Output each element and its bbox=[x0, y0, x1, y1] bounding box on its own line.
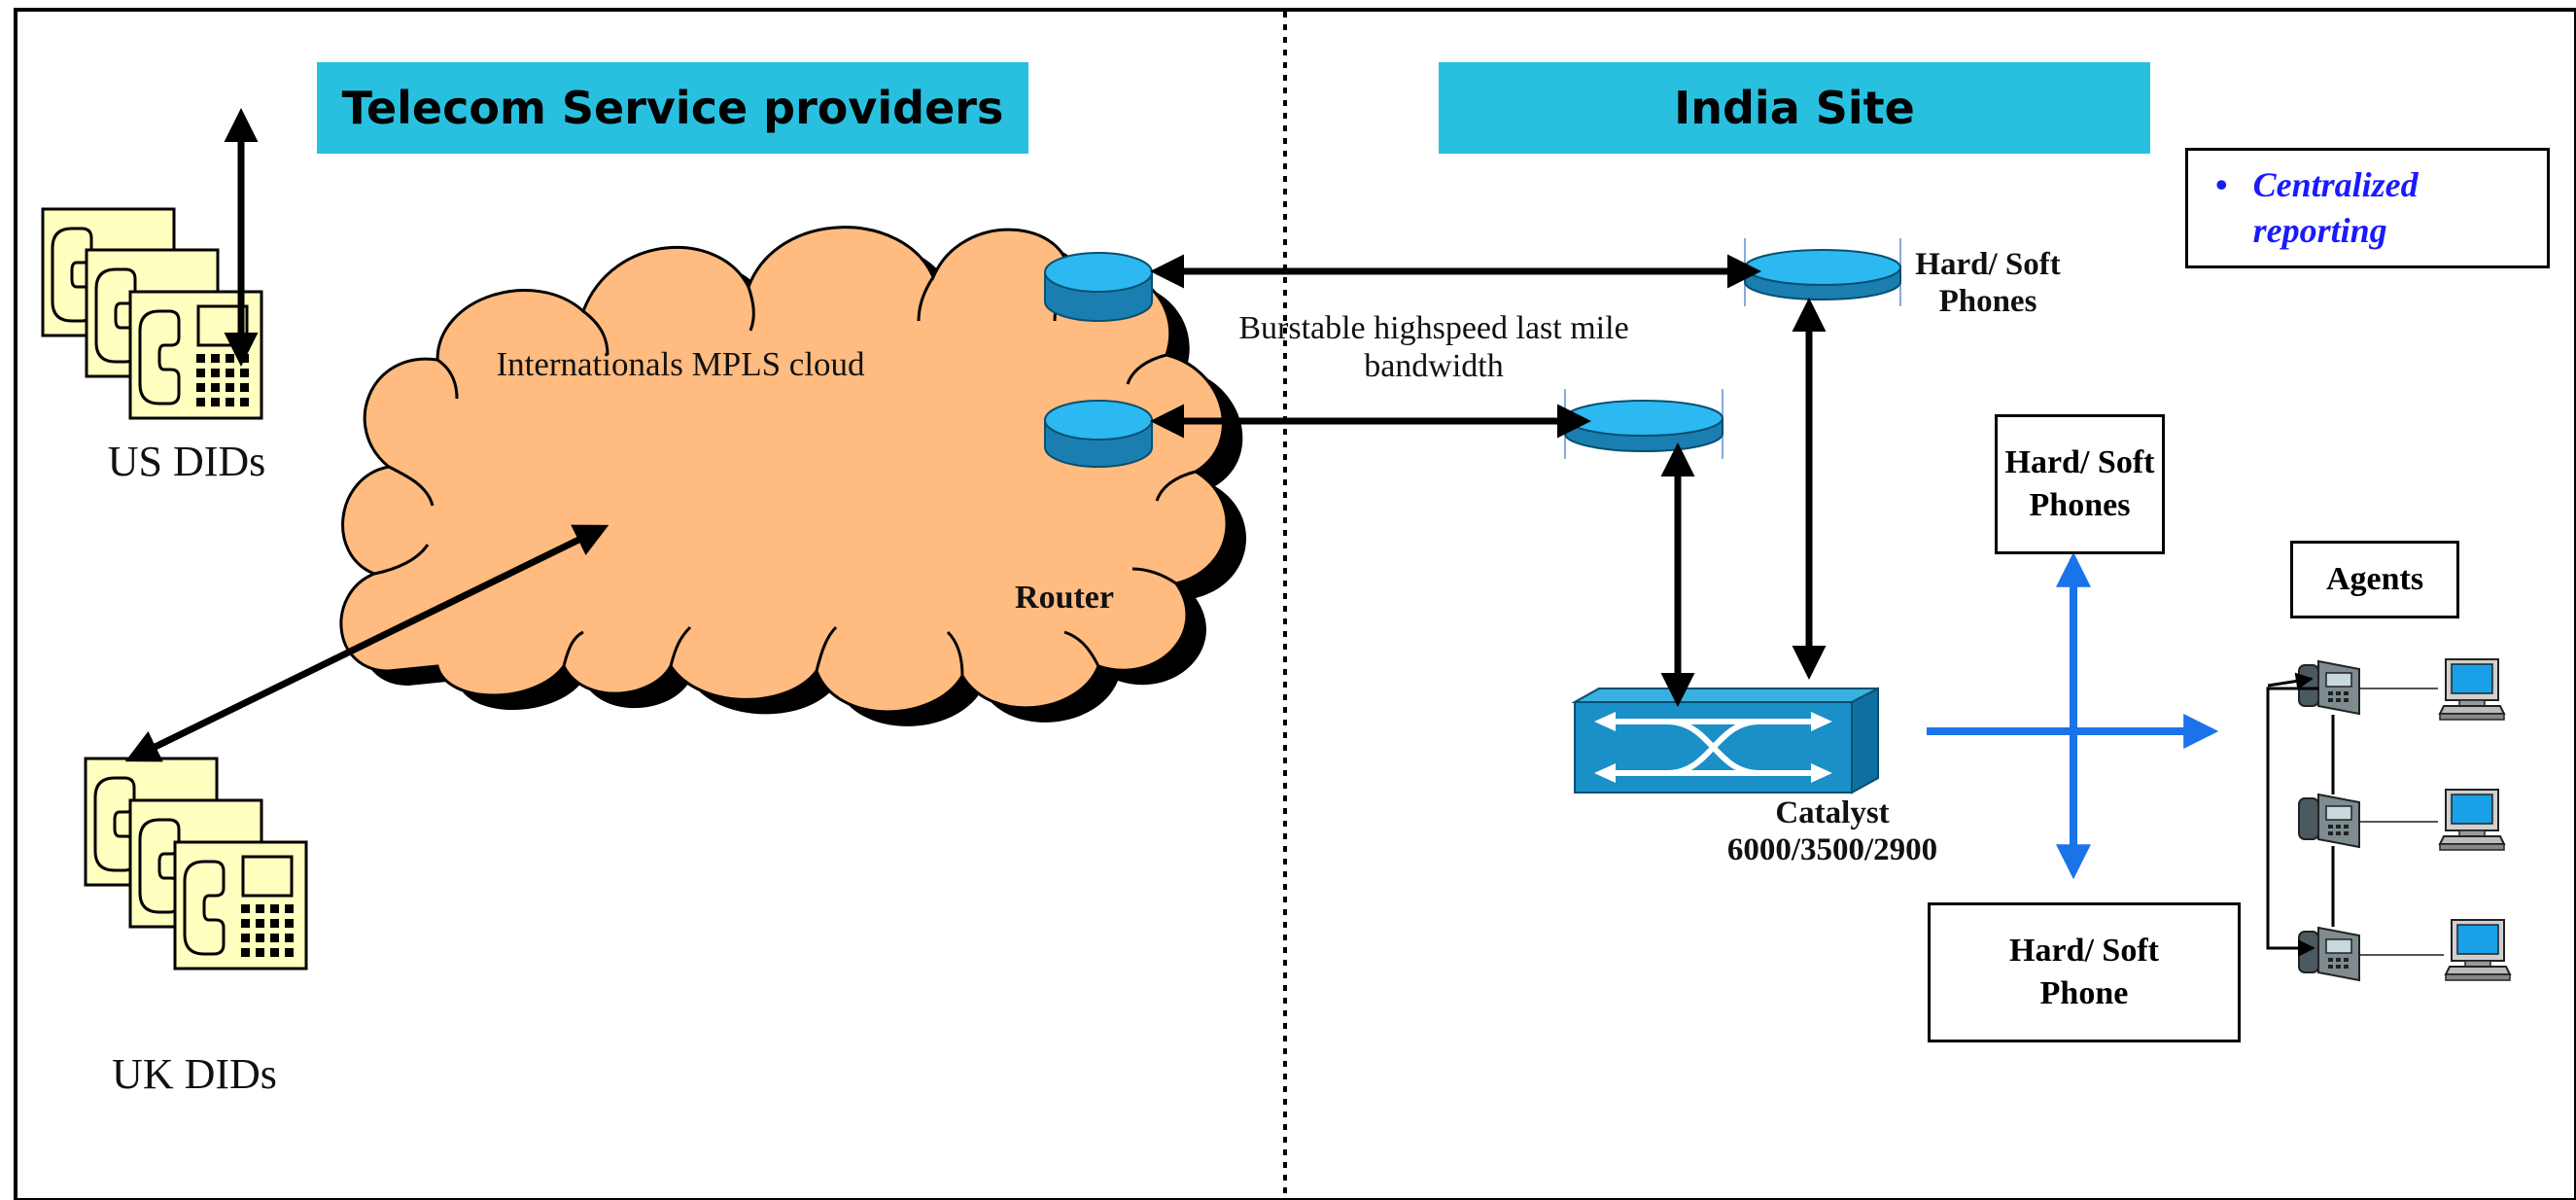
bullet-icon: • bbox=[2215, 165, 2228, 205]
bandwidth-label-line1: Burstable highspeed last mile bbox=[1238, 310, 1629, 346]
header-telecom-service-providers: Telecom Service providers bbox=[317, 62, 1028, 154]
centralized-reporting-box: • Centralized reporting bbox=[2185, 148, 2550, 268]
hard-soft-phones-top-line2: Phones bbox=[1938, 283, 2037, 319]
agent-pc-icon bbox=[2445, 919, 2511, 981]
outer-frame bbox=[14, 8, 2576, 1200]
us-dids-label: US DIDs bbox=[107, 438, 266, 485]
router-icon-top bbox=[1044, 252, 1153, 322]
header-telecom-text: Telecom Service providers bbox=[341, 82, 1004, 134]
agent-connectors bbox=[2360, 688, 2444, 956]
india-router-icon-top bbox=[1744, 238, 1901, 306]
catalyst-label-line2: 6000/3500/2900 bbox=[1726, 831, 1938, 867]
us-dids-phones-icon bbox=[41, 207, 263, 420]
agent-phone-icon bbox=[2298, 927, 2360, 981]
bandwidth-label-line2: bandwidth bbox=[1364, 348, 1504, 385]
catalyst-switch-icon bbox=[1571, 687, 1879, 794]
hard-soft-phones-box: Hard/ Soft Phones bbox=[1995, 414, 2165, 554]
uk-dids-phones-icon bbox=[84, 757, 308, 971]
header-india-site: India Site bbox=[1439, 62, 2150, 154]
agent-pc-icon bbox=[2439, 658, 2505, 721]
catalyst-label: Catalyst 6000/3500/2900 bbox=[1696, 795, 1968, 869]
hard-soft-phone-box: Hard/ Soft Phone bbox=[1928, 902, 2241, 1042]
hard-soft-phone-bottom-line1: Hard/ Soft bbox=[2009, 932, 2159, 969]
agent-bus-lines bbox=[2266, 672, 2335, 957]
catalyst-label-line1: Catalyst bbox=[1775, 795, 1890, 830]
uk-dids-arrow bbox=[124, 524, 609, 762]
cloud-label: Internationals MPLS cloud bbox=[496, 345, 865, 383]
hard-soft-phones-top-line1: Hard/ Soft bbox=[1915, 247, 2061, 282]
agents-box: Agents bbox=[2290, 541, 2459, 618]
router-label: Router bbox=[1015, 580, 1114, 616]
router-icon-bottom bbox=[1044, 400, 1153, 468]
header-india-text: India Site bbox=[1674, 82, 1915, 134]
hard-soft-phone-bottom-line2: Phone bbox=[2039, 975, 2129, 1011]
agent-pc-icon bbox=[2439, 789, 2505, 851]
agents-label: Agents bbox=[2325, 560, 2424, 597]
bandwidth-label: Burstable highspeed last mile bandwidth bbox=[1191, 309, 1677, 385]
hard-soft-phones-mid-line1: Hard/ Soft bbox=[2004, 443, 2155, 480]
centralized-line1: Centralized bbox=[2252, 165, 2419, 205]
india-router-icon-bottom bbox=[1564, 389, 1723, 459]
hard-soft-phones-top-label: Hard/ Soft Phones bbox=[1891, 247, 2085, 321]
agent-phone-icon bbox=[2298, 794, 2360, 848]
hard-soft-phones-mid-line2: Phones bbox=[2029, 487, 2131, 523]
centralized-line2: reporting bbox=[2252, 211, 2387, 250]
uk-dids-label: UK DIDs bbox=[112, 1050, 277, 1098]
